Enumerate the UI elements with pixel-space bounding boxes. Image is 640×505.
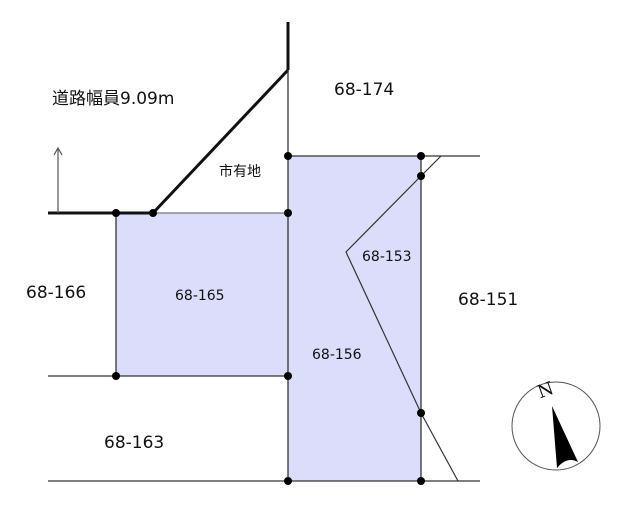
marker-dot (149, 209, 157, 217)
parcel-68-153-label: 68-153 (362, 249, 412, 265)
marker-dot (112, 209, 120, 217)
parcel-68-153-boundary (345, 155, 459, 482)
north-compass (511, 381, 601, 471)
marker-dot (284, 152, 292, 160)
parcel-68-174-label: 68-174 (334, 80, 395, 100)
parcel-68-165-label: 68-165 (175, 288, 225, 304)
road-diagonal-line (151, 68, 290, 215)
parcel-68-156-label: 68-156 (312, 347, 362, 363)
parcel-68-165-fill (116, 213, 288, 376)
road-width-label: 道路幅員9.09m (52, 89, 175, 109)
marker-dot (417, 172, 425, 180)
city-land-label: 市有地 (219, 164, 261, 180)
marker-dot (417, 152, 425, 160)
marker-dot (417, 409, 425, 417)
marker-dot (112, 372, 120, 380)
up-arrow-icon (53, 146, 63, 156)
marker-dot (417, 477, 425, 485)
parcel-68-156-fill (288, 156, 421, 481)
marker-dot (284, 209, 292, 217)
compass-needle-icon (552, 406, 578, 468)
parcel-68-166-label: 68-166 (26, 283, 87, 303)
marker-dot (284, 372, 292, 380)
boundary-markers (112, 152, 425, 485)
marker-dot (284, 477, 292, 485)
parcel-68-163-label: 68-163 (104, 433, 165, 453)
parcel-68-151-label: 68-151 (458, 290, 519, 310)
